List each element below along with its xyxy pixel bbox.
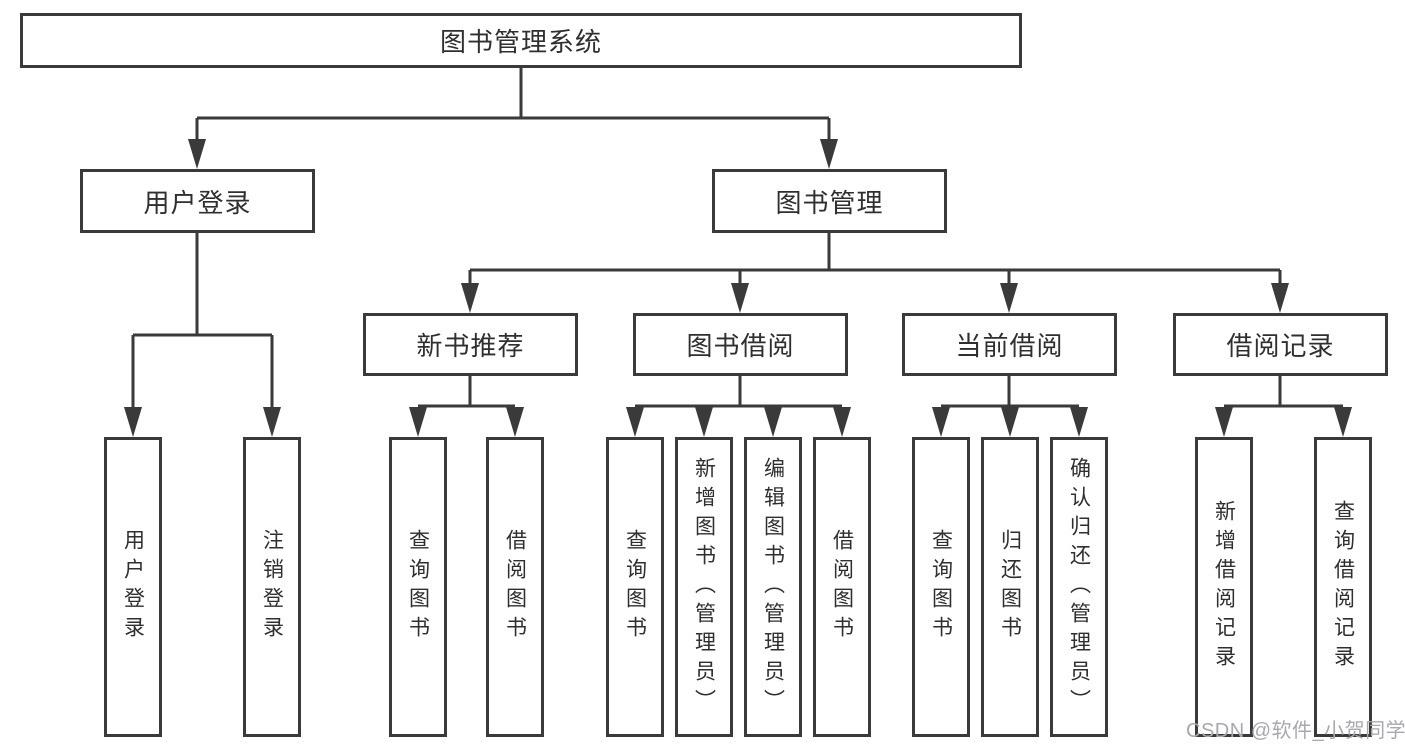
node-current-borrowing: 当前借阅 (902, 313, 1117, 376)
leaf-label: 新增借阅记录 (1212, 500, 1236, 674)
leaf-label: 借阅图书 (830, 529, 854, 645)
leaf-user-login: 用户登录 (104, 437, 162, 737)
node-label: 新书推荐 (416, 331, 525, 361)
leaf-label: 查询图书 (929, 529, 953, 645)
csdn-watermark: CSDN @软件_小贺同学 (1186, 720, 1405, 742)
leaf-query-books-borrowing: 查询图书 (606, 437, 664, 737)
leaf-label: 查询借阅记录 (1331, 500, 1355, 674)
leaf-label: 借阅图书 (503, 529, 527, 645)
leaf-label: 查询图书 (623, 529, 647, 645)
leaf-edit-books-admin: 编辑图书（管理员） (744, 437, 802, 737)
leaf-label: 用户登录 (121, 529, 145, 645)
leaf-label: 归还图书 (998, 529, 1022, 645)
leaf-label: 注销登录 (260, 529, 284, 645)
node-label: 借阅记录 (1226, 331, 1335, 361)
leaf-return-books: 归还图书 (981, 437, 1039, 737)
leaf-label: 编辑图书（管理员） (761, 456, 785, 718)
node-label: 图书管理 (775, 187, 884, 218)
node-label: 图书管理系统 (439, 27, 602, 57)
leaf-add-borrow-record: 新增借阅记录 (1195, 437, 1253, 737)
node-borrowing-records: 借阅记录 (1173, 313, 1388, 376)
leaf-borrow-books: 借阅图书 (813, 437, 871, 737)
leaf-label: 新增图书（管理员） (692, 456, 716, 718)
leaf-label: 确认归还（管理员） (1067, 456, 1091, 718)
node-book-management: 图书管理 (712, 169, 947, 233)
leaf-borrow-books-recommend: 借阅图书 (486, 437, 544, 737)
arrowheads (124, 139, 1352, 437)
leaf-confirm-return-admin: 确认归还（管理员） (1050, 437, 1108, 737)
node-label: 图书借阅 (686, 331, 795, 361)
node-new-book-recommend: 新书推荐 (363, 313, 578, 376)
leaf-query-books-recommend: 查询图书 (389, 437, 447, 737)
node-label: 用户登录 (143, 187, 252, 218)
leaf-logout-login: 注销登录 (243, 437, 301, 737)
leaf-label: 查询图书 (406, 529, 430, 645)
node-label: 当前借阅 (955, 331, 1064, 361)
leaf-query-borrow-record: 查询借阅记录 (1314, 437, 1372, 737)
leaf-add-books-admin: 新增图书（管理员） (675, 437, 733, 737)
leaf-query-books-current: 查询图书 (912, 437, 970, 737)
node-library-management-system: 图书管理系统 (20, 13, 1022, 68)
node-book-borrowing: 图书借阅 (633, 313, 848, 376)
node-user-login: 用户登录 (80, 169, 315, 233)
